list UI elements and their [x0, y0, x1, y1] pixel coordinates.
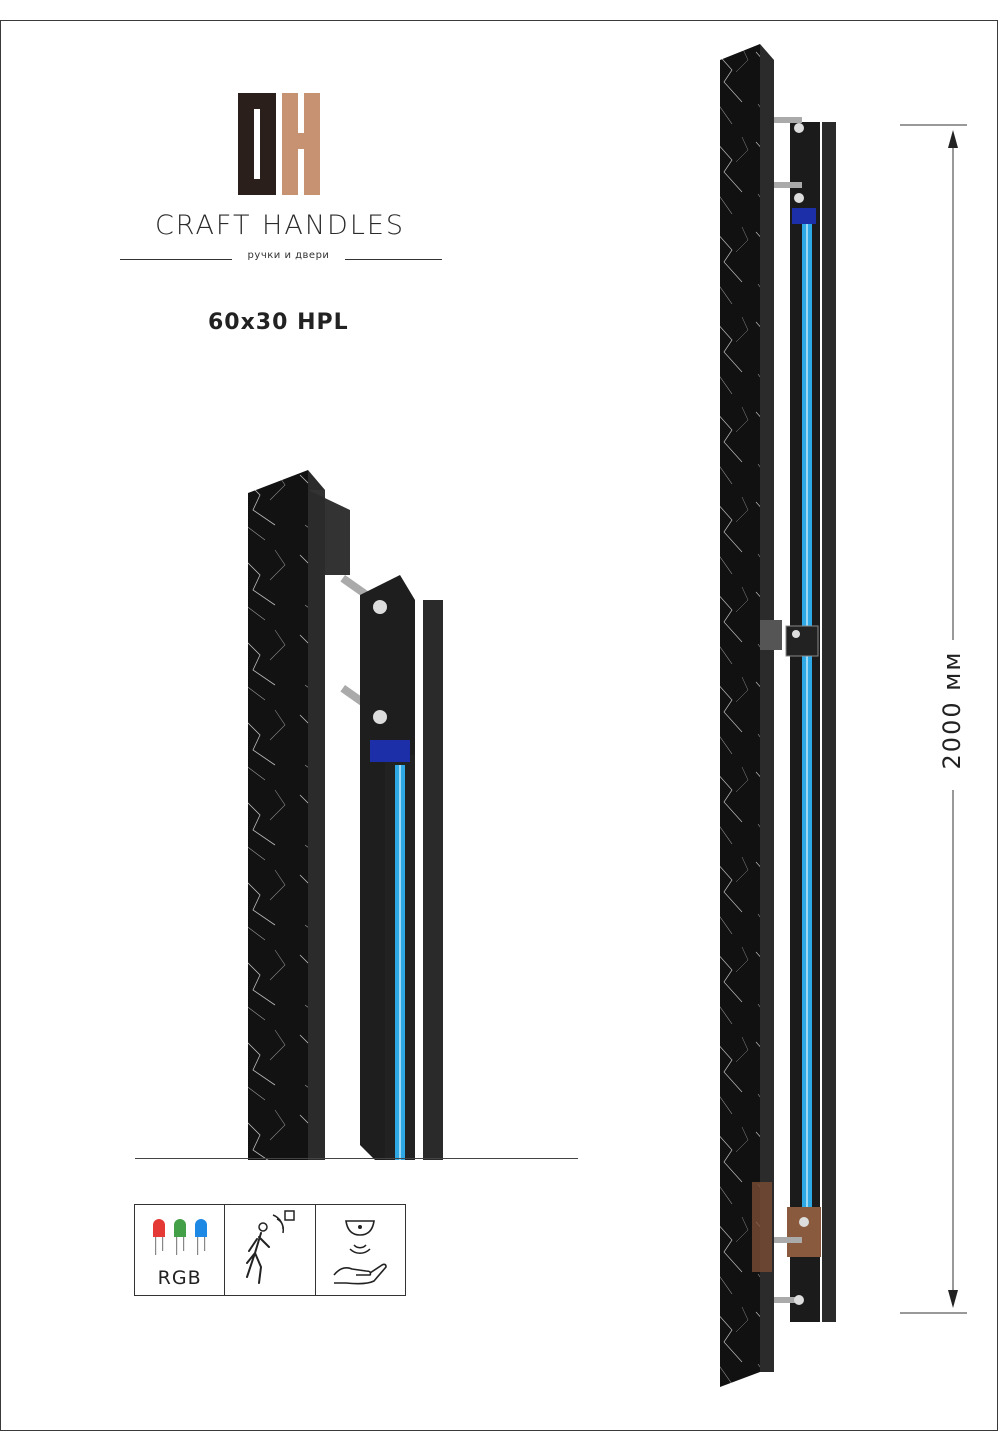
dimension-label: 2000 мм: [938, 650, 966, 770]
brand-divider-right: [345, 259, 442, 260]
feature-rgb: RGB: [135, 1205, 226, 1295]
brand-tagline: ручки и двери: [247, 250, 330, 261]
handle-perspective-illustration: [248, 470, 443, 1160]
motion-sensor-icon: [246, 1210, 296, 1284]
model-title: 60x30 HPL: [208, 310, 349, 335]
page-frame: [0, 20, 998, 1431]
brand-name: CRAFT HANDLES: [154, 210, 406, 241]
handle-front-illustration: [720, 44, 836, 1387]
feature-touchless-sensor: [316, 1205, 405, 1295]
craft-handles-logo-icon: [238, 93, 320, 195]
rgb-led-icon: [153, 1219, 207, 1255]
feature-motion-sensor: [225, 1205, 316, 1295]
dimension-indicator: [900, 124, 967, 1314]
rgb-label: RGB: [157, 1267, 202, 1289]
ground-line: [135, 1158, 578, 1159]
touchless-sensor-icon: [333, 1220, 387, 1285]
brand-divider-left: [120, 259, 232, 260]
feature-icons-panel: RGB: [134, 1204, 406, 1296]
